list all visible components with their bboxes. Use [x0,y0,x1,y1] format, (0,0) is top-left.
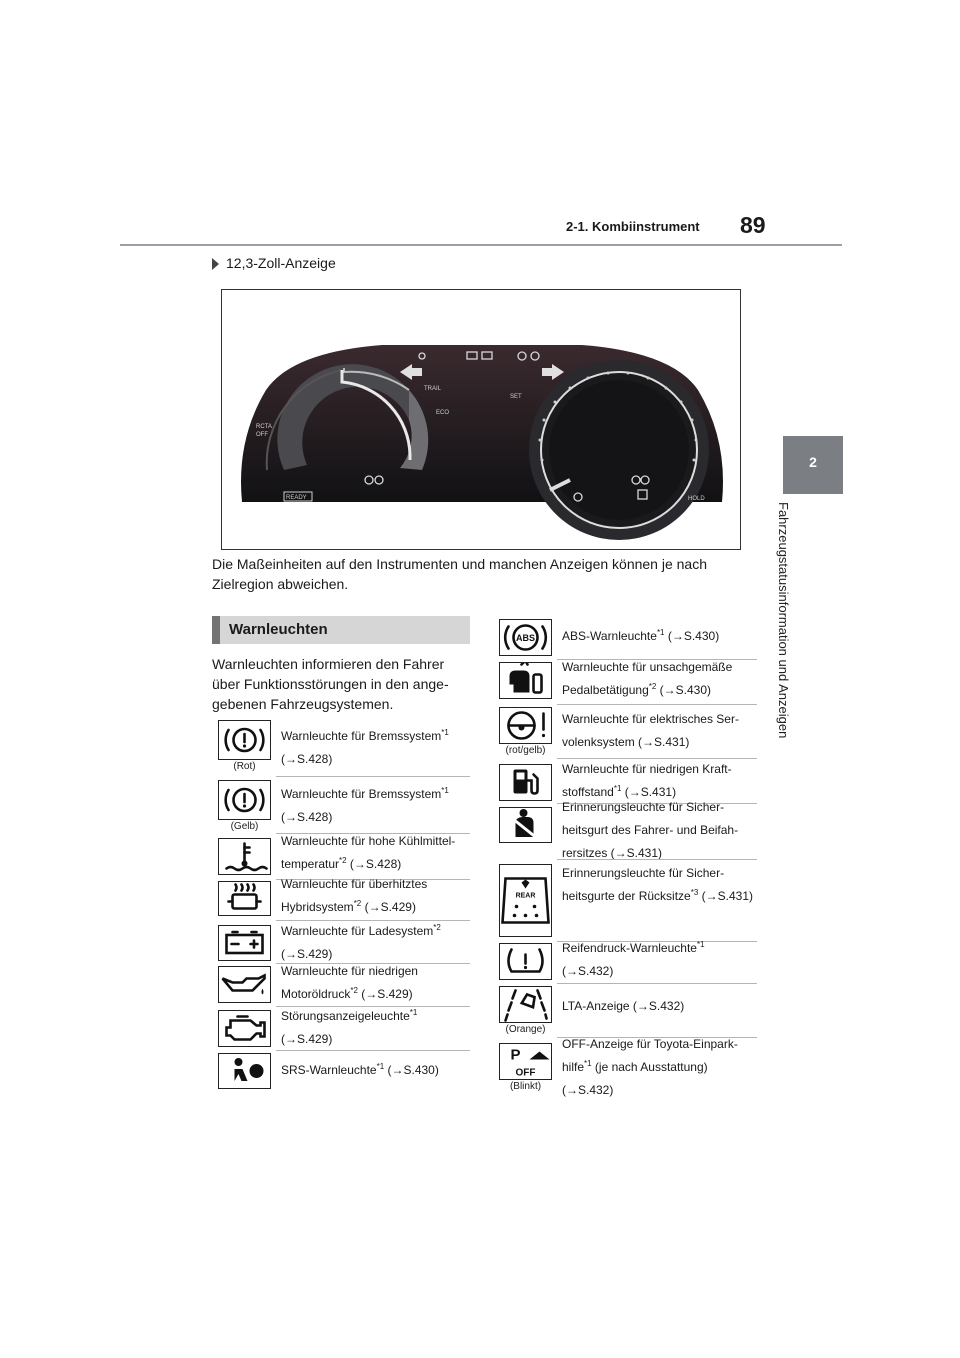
power-steering-icon-box [499,707,552,744]
rcta-indicator: RCTA [256,424,272,430]
set-indicator: SET [510,394,522,400]
warning-light-description: Warnleuchte für Ladesystem*2 (→S.429) [281,923,441,962]
warning-light-description: Warnleuchte für hohe Kühlmittel-temperat… [281,834,456,871]
eco-indicator: ECO [436,410,449,416]
tire-pressure-icon-box [499,943,552,980]
fuel-level-icon-box [499,764,552,801]
warning-light-description: Reifendruck-Warnleuchte*1 (→S.432) [562,940,705,979]
check-engine-icon-box [218,1010,271,1047]
svg-text:ABS: ABS [516,633,535,643]
rear-seatbelt-icon-box: REAR [499,864,552,937]
lta-icon-box [499,986,552,1023]
page-number: 89 [740,212,766,238]
brake-warning-icon-box [218,720,271,760]
header-rule [120,244,842,246]
parking-assist-off-icon-box: P OFF [499,1043,552,1080]
warning-light-description: Warnleuchte für niedrigen Kraft-stoffsta… [562,762,732,799]
icon-color-note: (Rot) [233,761,256,772]
row-separator [276,963,470,964]
icon-color-note: (Blinkt) [509,1081,542,1092]
airbag-icon-box [218,1053,271,1089]
row-separator [557,941,757,942]
battery-charge-icon-box [218,925,271,961]
display-variant-label: 12,3-Zoll-Anzeige [226,255,336,271]
warning-light-description: Warnleuchte für überhitztes Hybridsystem… [281,877,428,914]
warning-light-description: Warnleuchte für Bremssystem*1 (→S.428) [281,786,449,825]
section-heading-bar: Warnleuchten [212,616,470,644]
warning-light-description: OFF-Anzeige für Toyota-Einpark-hilfe*1 (… [562,1037,738,1097]
chapter-tab[interactable]: 2 [783,436,843,494]
brake-warning-icon-box [218,780,271,820]
warning-light-description: SRS-Warnleuchte*1 (→S.430) [281,1062,439,1078]
row-separator [276,920,470,921]
off-indicator: OFF [256,432,268,438]
trail-indicator: TRAIL [424,386,442,392]
row-separator [276,879,470,880]
pedal-operation-icon-box [499,662,552,699]
row-separator [557,803,757,804]
row-separator [276,1006,470,1007]
bullet-arrow-icon [212,258,219,270]
row-separator [557,983,757,984]
warning-light-description: Warnleuchte für unsachgemäße Pedalbetäti… [562,660,733,697]
instrument-cluster-figure: TRAIL ECO SET HOLD RCTA OFF READY [221,289,741,550]
row-separator [276,1050,470,1051]
icon-color-note: (Orange) [505,1024,546,1035]
row-separator [557,859,757,860]
instrument-cluster-illustration: TRAIL ECO SET HOLD RCTA OFF READY [241,345,723,540]
ready-indicator: READY [286,495,307,501]
warning-light-description: Störungsanzeigeleuchte*1 (→S.429) [281,1008,418,1047]
svg-text:P: P [510,1047,520,1064]
row-separator [557,659,757,660]
icon-color-note: (rot/gelb) [505,745,546,756]
warning-light-description: ABS-Warnleuchte*1 (→S.430) [562,628,720,644]
row-separator [276,776,470,777]
warning-light-description: Warnleuchte für niedrigen Motoröldruck*2… [281,964,418,1001]
abs-icon-box: ABS [499,619,552,656]
running-header-section: 2-1. Kombiinstrument [566,219,700,234]
chapter-title-vertical: Fahrzeugstatusinformation und Anzeigen [773,502,791,802]
warning-light-description: Warnleuchte für Bremssystem*1 (→S.428) [281,728,449,767]
warning-light-description: Warnleuchte für elektrisches Ser-volenks… [562,712,739,749]
hold-indicator: HOLD [688,496,705,502]
cluster-caption: Die Maßeinheiten auf den Instrumenten un… [212,556,708,592]
row-separator [276,833,470,834]
svg-text:REAR: REAR [516,893,536,900]
section-intro-text: Warnleuchten informieren den Fahrer über… [212,656,449,712]
warning-light-description: LTA-Anzeige (→S.432) [562,999,685,1013]
hybrid-overheat-icon-box [218,881,271,916]
row-separator [557,704,757,705]
seatbelt-icon-box [499,807,552,843]
svg-text:OFF: OFF [516,1068,536,1079]
warning-light-description: Erinnerungsleuchte für Sicher-heitsgurt … [562,800,739,860]
chapter-number: 2 [809,454,817,470]
icon-color-note: (Gelb) [230,821,259,832]
oil-pressure-icon-box [218,966,271,1003]
coolant-temperature-icon-box [218,838,271,875]
chapter-title: Fahrzeugstatusinformation und Anzeigen [776,502,791,739]
section-title: Warnleuchten [229,621,328,638]
warning-light-description: Erinnerungsleuchte für Sicher-heitsgurte… [562,866,753,903]
row-separator [557,758,757,759]
row-separator [557,1037,757,1038]
